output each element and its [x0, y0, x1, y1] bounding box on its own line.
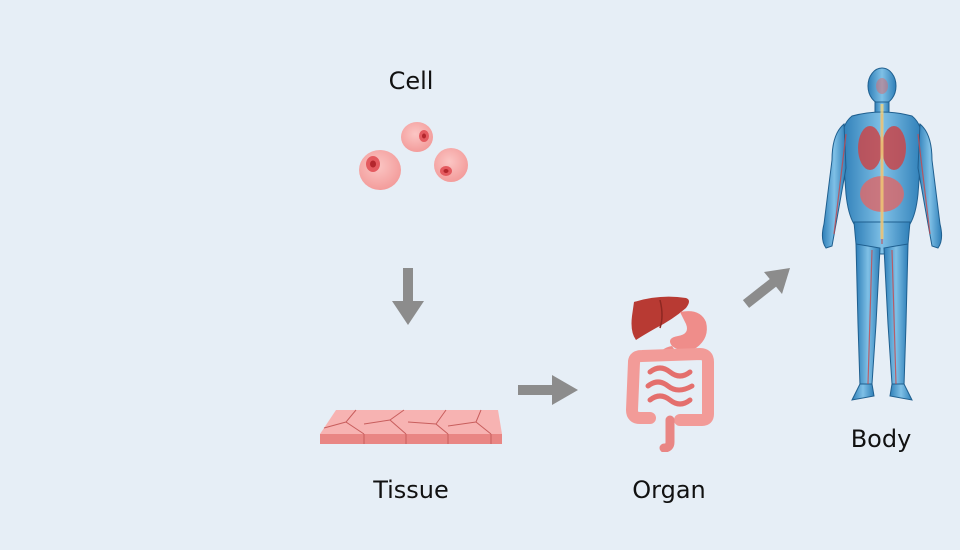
- intestines: [625, 347, 714, 452]
- cell-label: Cell: [388, 67, 434, 95]
- body-label: Body: [850, 425, 912, 453]
- organ-label: Organ: [632, 476, 706, 504]
- tissue-label: Tissue: [373, 476, 449, 504]
- cell-3: [434, 148, 468, 182]
- cells-icon: [359, 122, 468, 190]
- human-body-icon: [821, 67, 943, 401]
- tissue-icon: [320, 409, 502, 444]
- cell-2: [359, 150, 401, 190]
- right-arrow-icon: [518, 375, 578, 405]
- liver: [631, 296, 689, 340]
- digestive-organs-icon: [625, 296, 714, 452]
- diagonal-arrow-icon: [742, 268, 790, 308]
- down-arrow-icon: [392, 268, 424, 325]
- cell-1: [401, 122, 433, 152]
